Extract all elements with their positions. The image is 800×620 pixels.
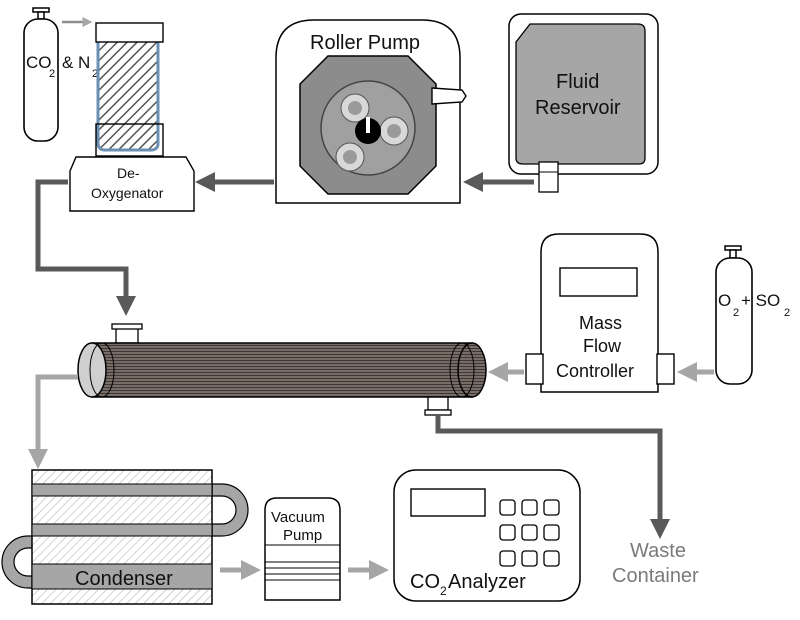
membrane-exchanger (77, 323, 487, 416)
reservoir-label-line2: Reservoir (535, 97, 621, 119)
vacuum-pump (264, 497, 341, 601)
gas-o2-label: O (718, 291, 731, 310)
waste-label-line2: Container (612, 565, 699, 587)
deoxygenator-label-line2: Oxygenator (91, 185, 164, 201)
condenser (1, 469, 249, 605)
vacuum-label-line1: Vacuum (271, 509, 325, 526)
gas-co2-subscript: 2 (49, 68, 55, 80)
condenser-label: Condenser (75, 568, 173, 590)
roller-pump-label: Roller Pump (310, 32, 420, 54)
gas-column (95, 22, 164, 157)
deoxygenator-label-line1: De- (117, 165, 140, 181)
analyzer-keypad (499, 499, 560, 567)
co2-analyzer (393, 469, 581, 602)
fluid-reservoir (508, 13, 659, 193)
gas-so2-subscript: 2 (784, 307, 790, 319)
vacuum-label-line2: Pump (283, 527, 322, 544)
flow-arrow-exchanger-to-waste (435, 415, 670, 539)
gas-arrow-exchanger-to-condenser (28, 374, 78, 469)
analyzer-co-label: CO (410, 571, 440, 593)
gas-n2-label: & N (62, 53, 90, 72)
gas-cylinder-o2-so2 (715, 245, 753, 385)
gas-o2-subscript: 2 (733, 307, 739, 319)
gas-n2-subscript: 2 (92, 68, 98, 80)
gas-cylinder-co2-n2 (23, 7, 59, 142)
mass-flow-controller (525, 233, 675, 393)
de-oxygenator (69, 156, 195, 212)
waste-label-line1: Waste (630, 540, 686, 562)
gas-co2-label: CO (26, 53, 52, 72)
roller-pump (275, 19, 467, 204)
reservoir-label-line1: Fluid (556, 71, 599, 93)
mfc-label-line3: Controller (556, 361, 634, 381)
mfc-label-line2: Flow (583, 336, 622, 356)
mfc-label-line1: Mass (579, 313, 622, 333)
flow-arrow-deoxygenator-to-exchanger (35, 179, 136, 316)
analyzer-rest-label: Analyzer (448, 571, 526, 593)
gas-so2-label: + SO (741, 291, 780, 310)
analyzer-subscript: 2 (440, 584, 447, 598)
